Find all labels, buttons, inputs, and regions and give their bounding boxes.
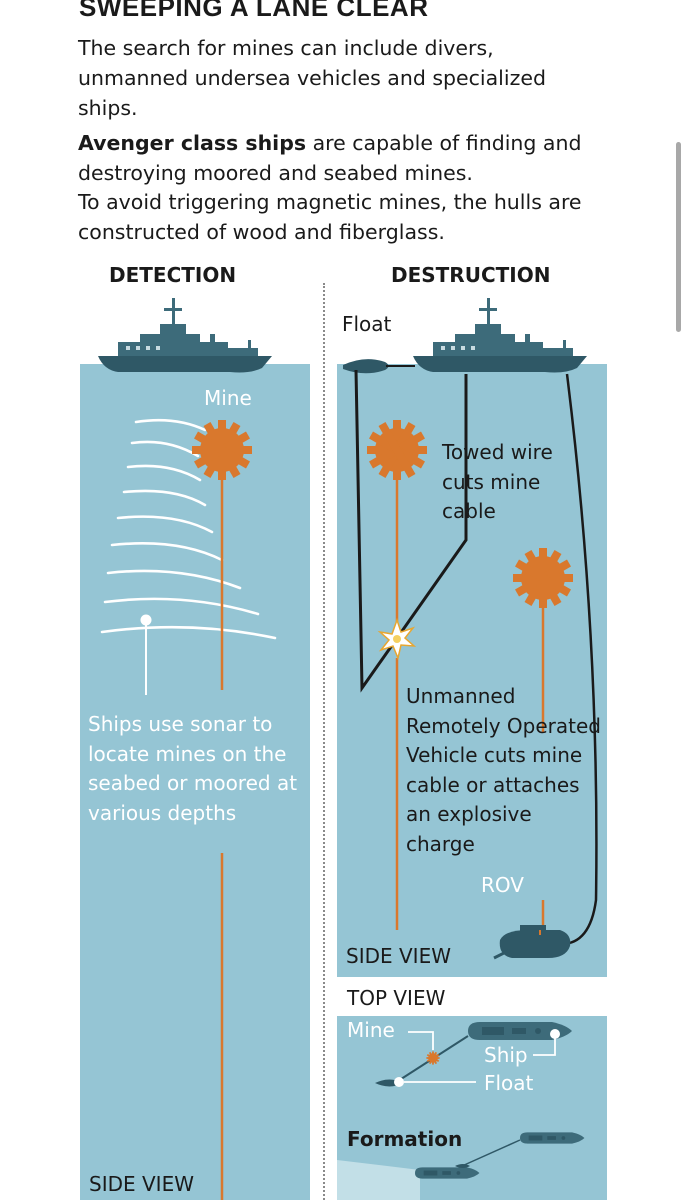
cut-mine-icon — [367, 420, 427, 480]
rov-target-mine-icon — [513, 548, 573, 608]
column-divider — [323, 283, 325, 1200]
detection-mine-label: Mine — [204, 386, 252, 410]
avenger-text: Avenger class ships are capable of findi… — [78, 128, 598, 188]
formation-sonar-beam — [337, 1160, 420, 1200]
destruction-ship-icon — [413, 298, 587, 373]
float-icon — [343, 345, 389, 374]
intro-text: The search for mines can include divers,… — [78, 36, 546, 120]
rov-description: Unmanned Remotely Operated Vehicle cuts … — [406, 684, 601, 856]
top-float-label: Float — [484, 1071, 534, 1095]
avenger-rest: are capable of finding and destroying mo… — [78, 131, 582, 185]
sonar-waves-icon — [100, 418, 277, 640]
avenger-bold: Avenger class ships — [78, 131, 307, 155]
sonar-probe — [140, 614, 152, 695]
detection-side-view-label: SIDE VIEW — [89, 1172, 194, 1196]
sonar-description: Ships use sonar to locate mines on the s… — [88, 712, 298, 825]
towed-wire-description: Towed wire cuts mine cable — [442, 440, 553, 523]
scrollbar[interactable] — [676, 142, 681, 332]
destruction-water-panel — [337, 364, 607, 977]
detection-heading: DETECTION — [109, 263, 237, 287]
formation-ship-1-icon — [520, 1132, 585, 1144]
top-view-heading: TOP VIEW — [347, 986, 446, 1010]
top-mine-label: Mine — [347, 1018, 395, 1042]
top-mine-leader — [408, 1031, 434, 1050]
towed-wire — [354, 369, 468, 693]
formation-label: Formation — [347, 1127, 463, 1151]
page-title: SWEEPING A LANE CLEAR — [79, 0, 429, 22]
explosion-icon — [377, 617, 417, 661]
rov-tether — [559, 373, 598, 946]
destruction-side-view-label: SIDE VIEW — [346, 944, 451, 968]
rov-label: ROV — [481, 873, 524, 897]
top-ship-label: Ship — [484, 1043, 528, 1067]
float-label: Float — [342, 312, 392, 336]
rov-icon — [493, 925, 571, 960]
formation-float-icon — [455, 1164, 470, 1168]
formation-tow-line — [461, 1139, 521, 1167]
top-ship-leader — [533, 1036, 556, 1056]
detection-ship-icon — [98, 298, 272, 373]
destruction-heading: DESTRUCTION — [391, 263, 551, 287]
detection-water-panel — [80, 364, 310, 1200]
hulls-text: To avoid triggering magnetic mines, the … — [78, 190, 582, 244]
formation-ship-2-icon — [415, 1167, 480, 1179]
top-float-icon — [375, 1077, 404, 1087]
top-ship-marker — [550, 1029, 560, 1039]
